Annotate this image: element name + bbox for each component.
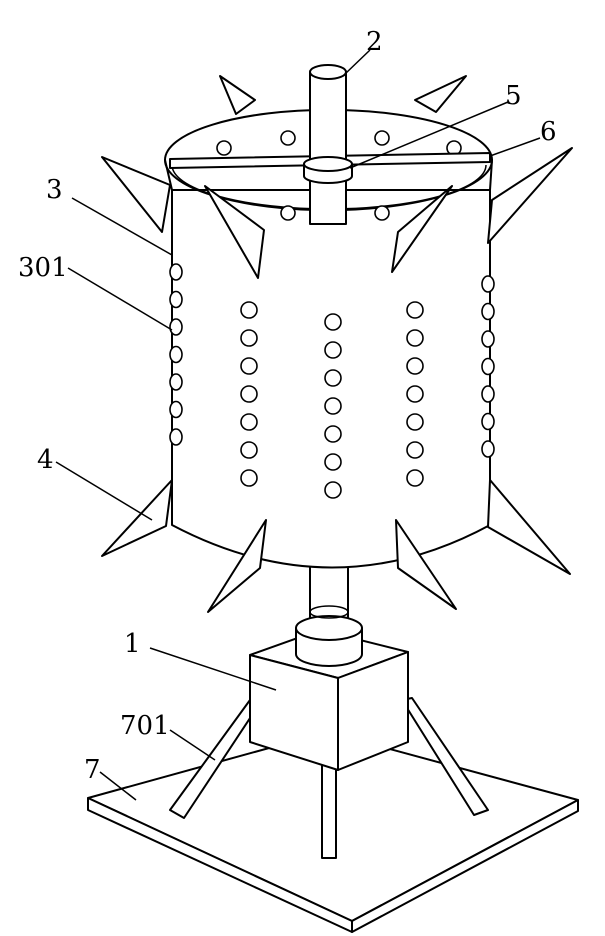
label-drum-holes: 301 bbox=[18, 253, 68, 283]
shaft bbox=[304, 65, 352, 224]
drum-hole bbox=[407, 386, 423, 402]
drum-hole bbox=[325, 398, 341, 414]
drum-hole bbox=[325, 426, 341, 442]
blade bbox=[102, 480, 172, 556]
drum-hole bbox=[325, 482, 341, 498]
lower-shaft bbox=[296, 560, 362, 666]
drum-hole bbox=[170, 374, 182, 390]
drum-hole bbox=[170, 319, 182, 335]
drum-hole bbox=[325, 314, 341, 330]
drum-hole bbox=[241, 358, 257, 374]
blade bbox=[220, 76, 255, 114]
drum-hole bbox=[407, 470, 423, 486]
label-motor-box: 1 bbox=[124, 629, 141, 659]
drum-hole bbox=[325, 454, 341, 470]
drum-hole bbox=[482, 414, 494, 430]
drum-hole bbox=[170, 402, 182, 418]
drum-hole bbox=[325, 342, 341, 358]
label-base-plate: 7 bbox=[84, 755, 101, 785]
drum-hole bbox=[241, 302, 257, 318]
drum-hole bbox=[482, 359, 494, 375]
drum-hole bbox=[241, 414, 257, 430]
drum-hole bbox=[241, 386, 257, 402]
blade bbox=[415, 76, 466, 112]
drum-hole bbox=[407, 330, 423, 346]
label-crossbar: 6 bbox=[540, 117, 557, 147]
label-drum: 3 bbox=[46, 175, 63, 205]
drum-hole bbox=[482, 331, 494, 347]
drum-hole bbox=[407, 414, 423, 430]
blade bbox=[488, 480, 570, 574]
drum-hole bbox=[170, 292, 182, 308]
label-shaft: 2 bbox=[366, 27, 383, 57]
drum-hole bbox=[241, 330, 257, 346]
drum-hole bbox=[407, 358, 423, 374]
drum-hole bbox=[170, 429, 182, 445]
drum-hole bbox=[482, 441, 494, 457]
drum-hole bbox=[241, 470, 257, 486]
drum-hole bbox=[482, 386, 494, 402]
drum-hole bbox=[407, 302, 423, 318]
drum-hole bbox=[170, 264, 182, 280]
drum-hole bbox=[482, 276, 494, 292]
label-support-legs: 701 bbox=[120, 711, 170, 741]
drum-hole bbox=[325, 370, 341, 386]
label-collar: 5 bbox=[505, 81, 522, 111]
drum-hole bbox=[407, 442, 423, 458]
drum-hole bbox=[241, 442, 257, 458]
drum-hole bbox=[482, 304, 494, 320]
label-blades: 4 bbox=[37, 445, 54, 475]
drum-hole bbox=[170, 347, 182, 363]
blade bbox=[488, 148, 572, 243]
